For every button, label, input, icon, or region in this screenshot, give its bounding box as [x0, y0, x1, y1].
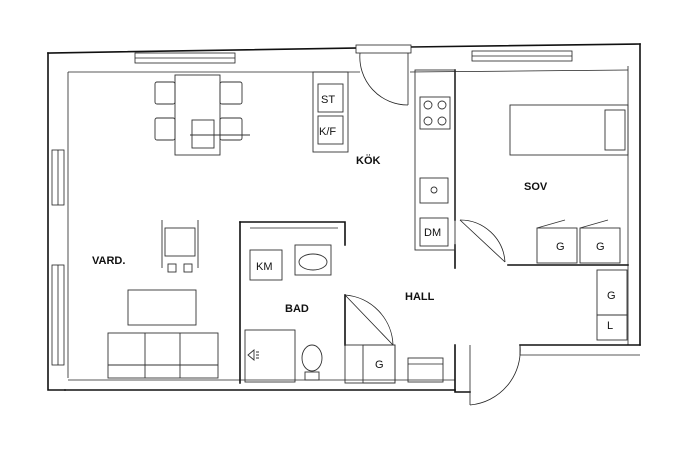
doors — [344, 44, 521, 406]
dishwasher-label: DM — [424, 227, 441, 239]
outer-walls — [47, 43, 641, 393]
bedroom-wardrobe-1-label: G — [556, 241, 565, 253]
room-label-kitchen: KÖK — [356, 154, 381, 167]
room-label-living: VARD. — [92, 255, 125, 267]
hall-wardrobe-label: G — [375, 359, 384, 371]
bathroom-fixtures — [244, 244, 444, 384]
bedroom-linen-label: L — [607, 320, 613, 332]
living-room-furniture — [107, 74, 250, 379]
stove-label: ST — [321, 94, 335, 106]
bedroom-wardrobe-3-label: G — [607, 290, 616, 302]
drain-icon — [247, 349, 259, 361]
windows — [51, 50, 573, 366]
appliance-labels: ST K/F DM KM G G G L G — [256, 94, 616, 371]
room-labels: VARD. KÖK SOV BAD HALL — [92, 154, 548, 315]
kitchen-fixtures — [312, 71, 451, 247]
bedroom-furniture — [509, 104, 629, 341]
fridge-label: K/F — [319, 126, 336, 138]
room-label-bath: BAD — [285, 303, 309, 315]
room-label-bedroom: SOV — [524, 181, 548, 193]
interior-walls — [239, 69, 629, 384]
room-label-hall: HALL — [405, 291, 435, 303]
bedroom-wardrobe-2-label: G — [596, 241, 605, 253]
washer-label: KM — [256, 261, 273, 273]
